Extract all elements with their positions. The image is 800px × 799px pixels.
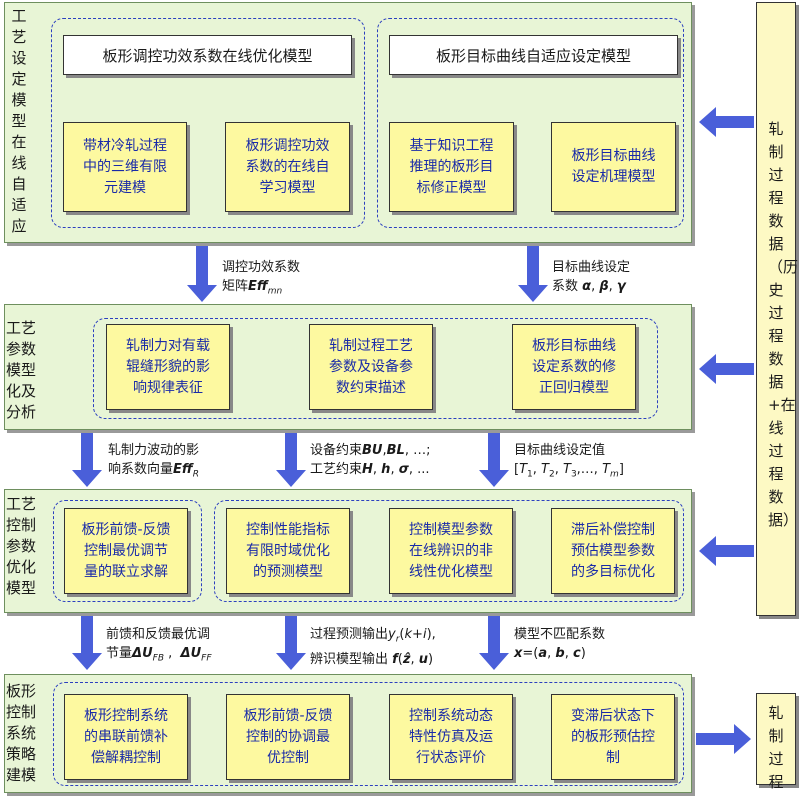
box-multi-objective-optimization: 滞后补偿控制 预估模型参数 的多目标优化 [551,508,675,594]
box-rolling-force-gap: 轧制力对有载 辊缝形貌的影 响规律表征 [106,324,230,410]
dashed-group-panel-4 [53,682,684,786]
side-box-rolling-process-data-text: 轧制过程数据（历史过程数据+在线过程数据） [768,120,799,529]
box-predictive-model: 控制性能指标 有限时域优化 的预测模型 [226,508,350,594]
arrow-down-2b [276,430,306,487]
dashed-group-left [51,18,365,228]
annotation-target-curve-values: 目标曲线设定值 [T1, T2, T3,…, Tm] [514,443,624,480]
dashed-group-panel-3-right [214,500,684,602]
annotation-coefficient-matrix: 调控功效系数 矩阵Effmn [222,260,301,297]
arrow-left-3 [699,536,754,566]
box-dynamic-simulation: 控制系统动态 特性仿真及运 行状态评价 [389,694,513,780]
panel-4-label: 板形 控制 系统 策略 建模 [6,682,37,784]
box-target-curve-regression: 板形目标曲线 设定系数的修 正回归模型 [512,324,636,410]
arrow-down-3a [72,613,102,670]
panel-2-label: 工艺 参数模型 化及 分析 [6,319,37,421]
annotation-rolling-force-vector: 轧制力波动的影 响系数向量EffR [108,443,200,480]
annotation-mismatch-coefficient: 模型不匹配系数 x=(a, b, c) [514,627,606,661]
arrow-left-1 [699,107,754,137]
header-target-curve-model: 板形目标曲线自适应设定模型 [389,35,678,75]
box-predictive-control: 变滞后状态下 的板形预估控 制 [551,694,675,780]
arrow-down-3c [479,613,509,670]
arrow-left-2 [699,354,754,384]
dashed-group-panel-3-left [53,500,202,602]
arrow-down-2a [72,430,102,487]
dashed-group-right [377,18,684,228]
annotation-constraints: 设备约束BU,BL, …; 工艺约束H, h, σ, ... [310,443,431,477]
arrow-down-3b [276,613,306,670]
arrow-right-output [696,724,751,754]
annotation-optimal-adjustment: 前馈和反馈最优调 节量ΔUFB , ΔUFF [106,627,212,664]
box-nonlinear-identification: 控制模型参数 在线辨识的非 线性优化模型 [389,508,513,594]
box-series-decoupling-control: 板形控制系统 的串联前馈补 偿解耦控制 [64,694,188,780]
box-online-self-learning: 板形调控功效 系数的在线自 学习模型 [225,122,350,212]
box-3d-fem-model: 带材冷轧过程 中的三维有限 元建模 [63,122,187,212]
arrow-down-1a [187,245,217,302]
header-control-coefficient-model: 板形调控功效系数在线优化模型 [63,35,352,75]
panel-3-label: 工艺 控制 参数 优化 模型 [6,495,37,597]
arrow-down-2c [479,430,509,487]
side-box-rolling-process-data: 轧制过程数据（历史过程数据+在线过程数据） [756,2,799,616]
box-knowledge-target-correction: 基于知识工程 推理的板形目 标修正模型 [389,122,514,212]
dashed-group-panel-2 [93,318,658,419]
box-feedforward-feedback-solution: 板形前馈-反馈 控制最优调节 量的联立求解 [64,508,188,594]
side-box-rolling-process-output: 轧制过程 [756,693,796,791]
annotation-prediction-output: 过程预测输出yr(k+i), 辨识模型输出 f(ẑ, u) [310,627,436,667]
arrow-down-1b [518,245,548,302]
box-process-equipment-constraints: 轧制过程工艺 参数及设备参 数约束描述 [309,324,433,410]
annotation-target-curve-coefficients: 目标曲线设定 系数 α, β, γ [552,260,631,294]
side-box-rolling-process-output-text: 轧制过程 [768,704,784,791]
box-coordinated-optimal-control: 板形前馈-反馈 控制的协调最 优控制 [226,694,350,780]
box-target-curve-mechanism: 板形目标曲线 设定机理模型 [551,122,676,212]
panel-1-label: 工艺设定模型在线自适应 [11,7,27,235]
